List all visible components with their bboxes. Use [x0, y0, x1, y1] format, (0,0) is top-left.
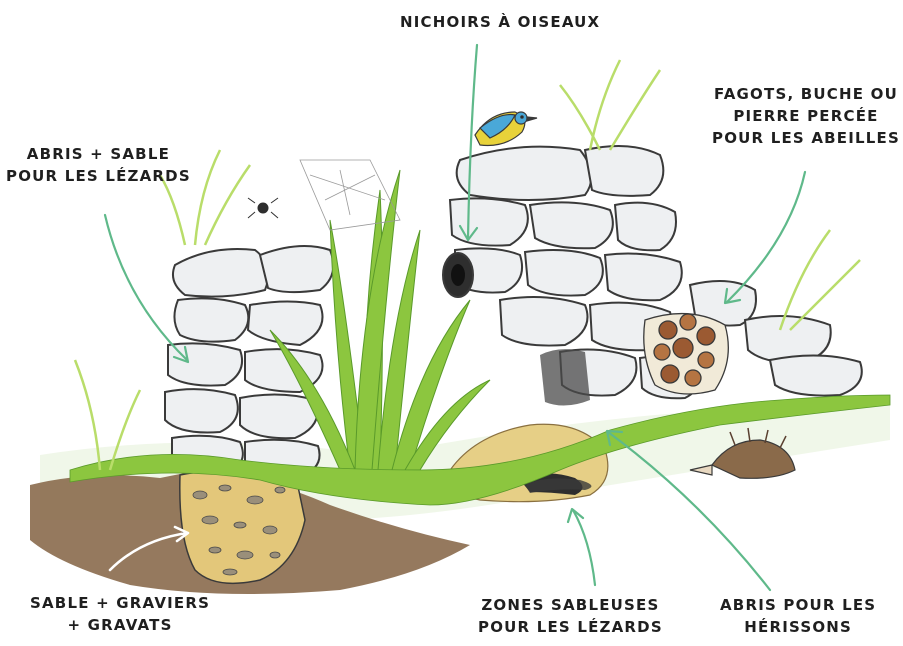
label-line: pour les abeilles — [712, 127, 900, 149]
label-nichoirs-a-oiseaux: Nichoirs à oiseaux — [400, 11, 600, 33]
label-abris-sable-lezards: Abris + sable pour les lézards — [6, 143, 191, 187]
label-line: pour les lézards — [478, 616, 663, 638]
label-line: Sable + graviers — [30, 592, 210, 614]
label-line: Abris + sable — [6, 143, 191, 165]
label-line: Abris pour les — [720, 594, 876, 616]
label-sable-graviers-gravats: Sable + graviers + gravats — [30, 592, 210, 636]
label-line: pierre percée — [712, 105, 900, 127]
bee-log-bundle — [644, 314, 729, 394]
arrow-zones-sableuses — [573, 510, 595, 585]
spider-web — [300, 160, 400, 230]
arrow-abris-sable — [105, 215, 187, 360]
label-line: Zones sableuses — [478, 594, 663, 616]
label-line: Nichoirs à oiseaux — [400, 11, 600, 33]
label-abris-herissons: Abris pour les hérissons — [720, 594, 876, 638]
label-line: hérissons — [720, 616, 876, 638]
label-line: + gravats — [30, 614, 210, 636]
stone-column-left — [165, 246, 333, 476]
label-line: Fagots, buche ou — [712, 83, 900, 105]
wall-shelter-gap — [540, 349, 590, 405]
spider — [248, 198, 278, 218]
label-zones-sableuses-lezards: Zones sableuses pour les lézards — [478, 594, 663, 638]
bird — [475, 112, 537, 145]
label-line: pour les lézards — [6, 165, 191, 187]
label-fagots-abeilles: Fagots, buche ou pierre percée pour les … — [712, 83, 900, 149]
